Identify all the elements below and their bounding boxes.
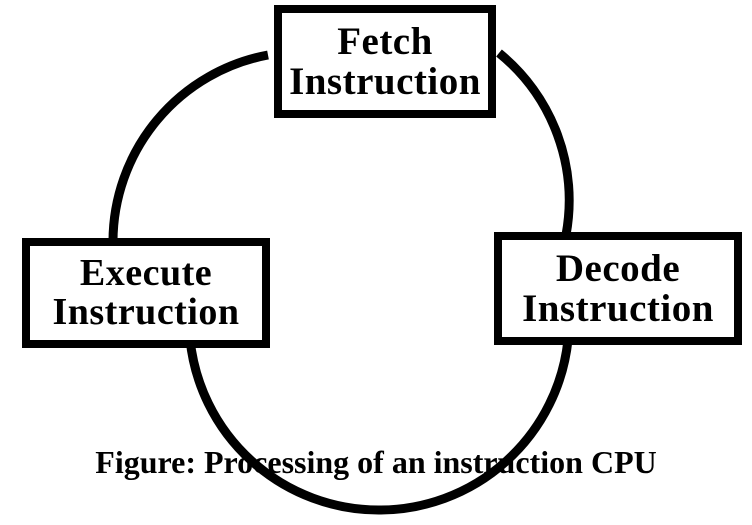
arc-execute-to-fetch <box>108 50 269 242</box>
arc-fetch-to-decode <box>496 49 574 236</box>
node-fetch-line2: Instruction <box>289 59 481 103</box>
node-decode-line1: Decode <box>555 246 681 290</box>
node-decode-instruction: Decode Instruction <box>494 232 742 345</box>
node-fetch-line1: Fetch <box>337 19 433 63</box>
node-execute-instruction: Execute Instruction <box>22 238 270 348</box>
figure-caption: Figure: Processing of an instruction CPU <box>95 444 657 480</box>
node-fetch-instruction: Fetch Instruction <box>274 5 496 118</box>
node-execute-line2: Instruction <box>52 291 240 333</box>
node-execute-line1: Execute <box>79 252 213 295</box>
node-decode-line2: Instruction <box>522 286 714 330</box>
arc-decode-to-execute <box>185 338 573 515</box>
